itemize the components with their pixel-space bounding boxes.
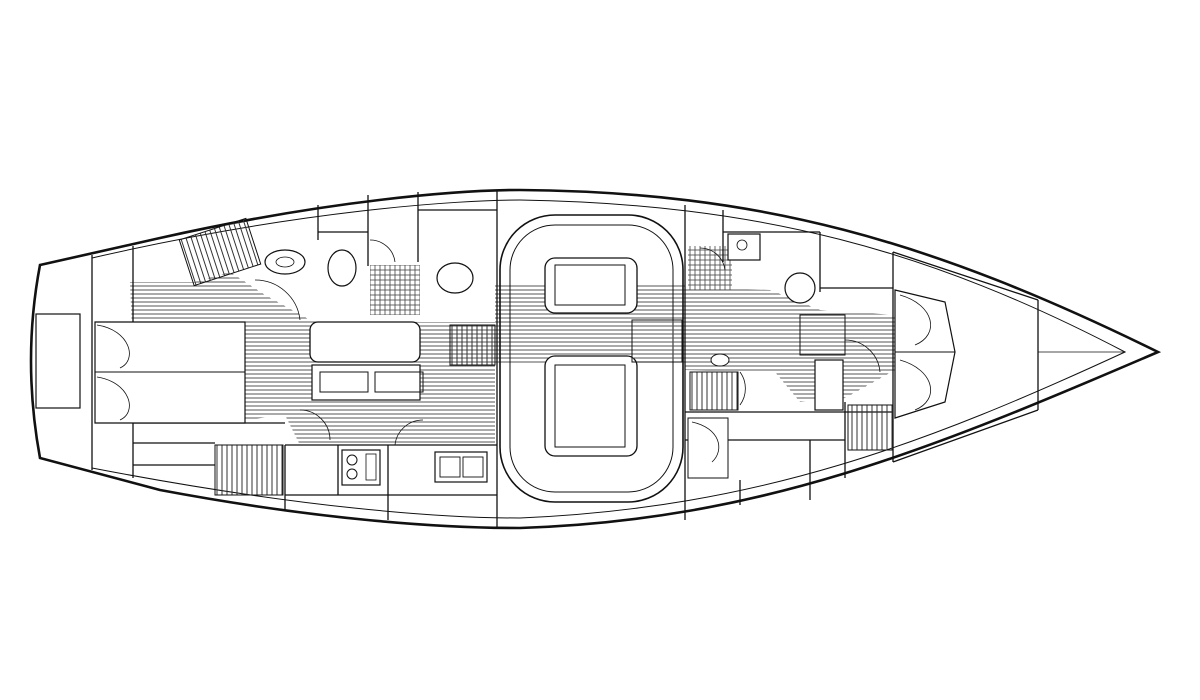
forward-head bbox=[689, 233, 816, 411]
hull-outline bbox=[29, 188, 1162, 530]
aft-cabin bbox=[35, 313, 284, 496]
cabin-sole bbox=[130, 246, 945, 445]
forepeak-cabin bbox=[894, 289, 956, 419]
aft-head bbox=[178, 217, 474, 321]
guest-cabin bbox=[687, 314, 894, 479]
galley bbox=[299, 321, 496, 486]
saloon bbox=[499, 214, 684, 503]
